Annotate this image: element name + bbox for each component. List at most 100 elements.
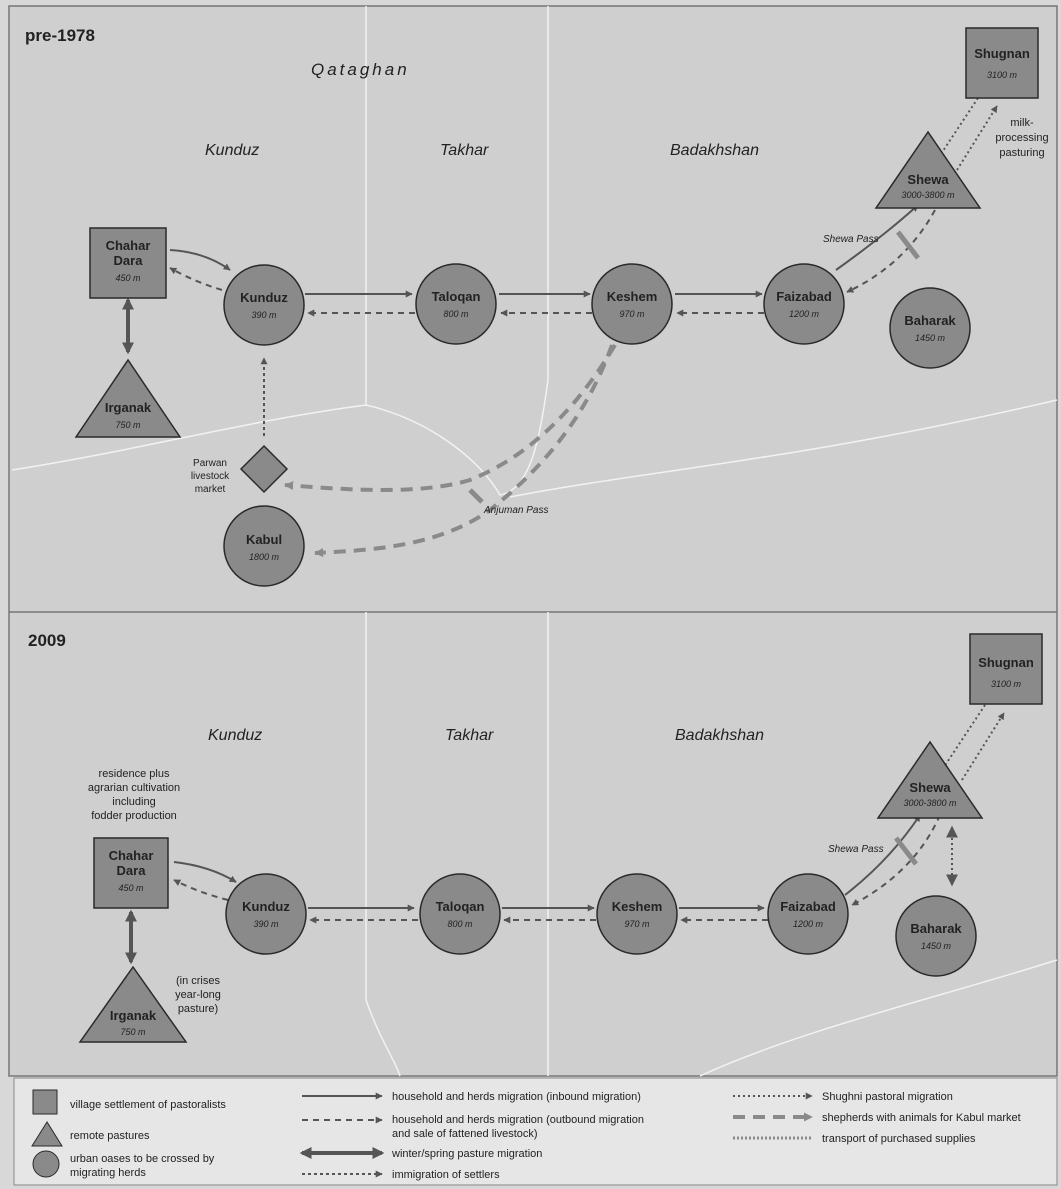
svg-text:390 m: 390 m xyxy=(253,919,279,929)
legend-remote-symbol xyxy=(31,1121,63,1147)
panel-title-2009: 2009 xyxy=(28,631,66,650)
svg-text:Shugnan: Shugnan xyxy=(974,46,1030,61)
arrows-bottom xyxy=(125,704,1005,965)
legend-winter-label: winter/spring pasture migration xyxy=(391,1148,542,1160)
node-faizabad-bottom: Faizabad 1200 m xyxy=(767,873,849,955)
arrows-top xyxy=(122,97,998,436)
province-badakhshan-bottom: Badakhshan xyxy=(675,727,764,744)
province-badakhshan-top: Badakhshan xyxy=(670,142,759,159)
svg-text:Dara: Dara xyxy=(117,863,147,878)
node-taloqan-bottom: Taloqan 800 m xyxy=(419,873,501,955)
svg-text:Kunduz: Kunduz xyxy=(242,899,290,914)
svg-text:Chahar: Chahar xyxy=(109,848,154,863)
arrow-faizabad-shewa-2009 xyxy=(844,814,921,896)
svg-text:Shugnan: Shugnan xyxy=(978,655,1034,670)
arrow-shewa-shugnan-2009 xyxy=(961,712,1005,781)
node-taloqan-top: Taloqan 800 m xyxy=(415,263,497,345)
node-keshem-top: Keshem 970 m xyxy=(591,263,673,345)
legend-outbound-label-2: and sale of fattened livestock) xyxy=(392,1128,538,1140)
svg-text:agrarian cultivation: agrarian cultivation xyxy=(88,782,180,794)
svg-text:market: market xyxy=(195,484,226,495)
legend: village settlement of pastoralists remot… xyxy=(31,1089,1021,1181)
province-takhar-top: Takhar xyxy=(440,142,489,159)
region-qataghan: Qataghan xyxy=(311,60,410,79)
svg-text:Faizabad: Faizabad xyxy=(780,899,836,914)
arrow-kunduz-chahar-out xyxy=(169,267,223,291)
svg-text:year-long: year-long xyxy=(175,989,221,1001)
arrow-keshem-kabul xyxy=(314,344,614,558)
shewa-pass-label-top: Shewa Pass xyxy=(823,234,879,245)
svg-text:Baharak: Baharak xyxy=(904,313,956,328)
svg-text:Keshem: Keshem xyxy=(607,289,658,304)
svg-text:1200 m: 1200 m xyxy=(793,919,824,929)
svg-text:residence plus: residence plus xyxy=(99,768,170,780)
province-borders-bottom xyxy=(365,612,1058,1077)
node-keshem-bottom: Keshem 970 m xyxy=(596,873,678,955)
svg-text:Irganak: Irganak xyxy=(105,400,152,415)
node-chahar-dara-bottom: Chahar Dara 450 m xyxy=(93,837,169,909)
svg-text:450 m: 450 m xyxy=(115,273,141,283)
province-takhar-bottom: Takhar xyxy=(445,727,494,744)
svg-text:Shewa: Shewa xyxy=(909,780,951,795)
shewa-pass-label-bottom: Shewa Pass xyxy=(828,844,884,855)
shewa-pass-marker-top xyxy=(896,230,920,260)
svg-text:1450 m: 1450 m xyxy=(915,333,946,343)
svg-text:3000-3800 m: 3000-3800 m xyxy=(901,190,955,200)
svg-text:750 m: 750 m xyxy=(120,1027,146,1037)
svg-text:3000-3800 m: 3000-3800 m xyxy=(903,798,957,808)
node-chahar-dara-top: Chahar Dara 450 m xyxy=(89,227,167,299)
node-baharak-top: Baharak 1450 m xyxy=(889,287,971,369)
map-frame xyxy=(8,5,1058,1077)
node-shewa-bottom: Shewa 3000-3800 m xyxy=(876,740,984,819)
province-kunduz-bottom: Kunduz xyxy=(208,727,262,744)
svg-text:970 m: 970 m xyxy=(619,309,645,319)
svg-text:1800 m: 1800 m xyxy=(249,552,280,562)
svg-text:Kunduz: Kunduz xyxy=(240,290,288,305)
legend-inbound-label: household and herds migration (inbound m… xyxy=(392,1091,641,1103)
svg-text:1200 m: 1200 m xyxy=(789,309,820,319)
svg-text:pasturing: pasturing xyxy=(999,147,1044,159)
svg-text:Dara: Dara xyxy=(114,253,144,268)
svg-text:970 m: 970 m xyxy=(624,919,650,929)
province-borders-top xyxy=(11,6,1058,498)
svg-text:(in crises: (in crises xyxy=(176,975,221,987)
svg-text:Kabul: Kabul xyxy=(246,532,282,547)
node-kabul: Kabul 1800 m xyxy=(223,505,305,587)
node-shugnan-top: Shugnan 3100 m xyxy=(965,27,1039,99)
node-faizabad-top: Faizabad 1200 m xyxy=(763,263,845,345)
svg-text:450 m: 450 m xyxy=(118,883,144,893)
svg-text:Chahar: Chahar xyxy=(106,238,151,253)
node-kunduz-bottom: Kunduz 390 m xyxy=(225,873,307,955)
note-milk-processing: milk- processing pasturing xyxy=(995,117,1048,159)
arrow-shewa-faizabad-2009 xyxy=(851,814,941,906)
node-irganak-bottom: Irganak 750 m xyxy=(78,965,188,1043)
svg-text:750 m: 750 m xyxy=(115,420,141,430)
svg-text:Keshem: Keshem xyxy=(612,899,663,914)
arrow-chahar-kunduz-in xyxy=(169,249,231,271)
svg-text:Taloqan: Taloqan xyxy=(432,289,481,304)
svg-text:800 m: 800 m xyxy=(447,919,473,929)
arrow-kunduz-chahar-out-2009 xyxy=(173,879,229,901)
node-kunduz-top: Kunduz 390 m xyxy=(223,264,305,346)
legend-shepherds-label: shepherds with animals for Kabul market xyxy=(822,1112,1021,1124)
legend-village-label: village settlement of pastoralists xyxy=(70,1099,226,1111)
svg-text:Taloqan: Taloqan xyxy=(436,899,485,914)
svg-text:livestock: livestock xyxy=(191,471,230,482)
node-irganak-top: Irganak 750 m xyxy=(74,358,182,438)
node-parwan-market: Parwan livestock market xyxy=(191,444,289,495)
shepherd-arrows-top xyxy=(284,343,617,558)
svg-text:Shewa: Shewa xyxy=(907,172,949,187)
arrow-chahar-kunduz-in-2009 xyxy=(173,861,237,883)
arrow-keshem-parwan xyxy=(284,343,617,492)
arrow-faizabad-shewa xyxy=(835,204,919,271)
arrow-shugnan-shewa xyxy=(936,97,979,161)
legend-shughni-label: Shughni pastoral migration xyxy=(822,1091,953,1103)
anjuman-pass-label: Anjuman Pass xyxy=(483,505,548,516)
node-baharak-bottom: Baharak 1450 m xyxy=(895,895,977,977)
svg-text:pasture): pasture) xyxy=(178,1003,218,1015)
anjuman-pass-marker xyxy=(468,488,484,504)
svg-text:milk-: milk- xyxy=(1010,117,1034,129)
legend-outbound-label-1: household and herds migration (outbound … xyxy=(392,1114,644,1126)
svg-text:3100 m: 3100 m xyxy=(987,70,1018,80)
